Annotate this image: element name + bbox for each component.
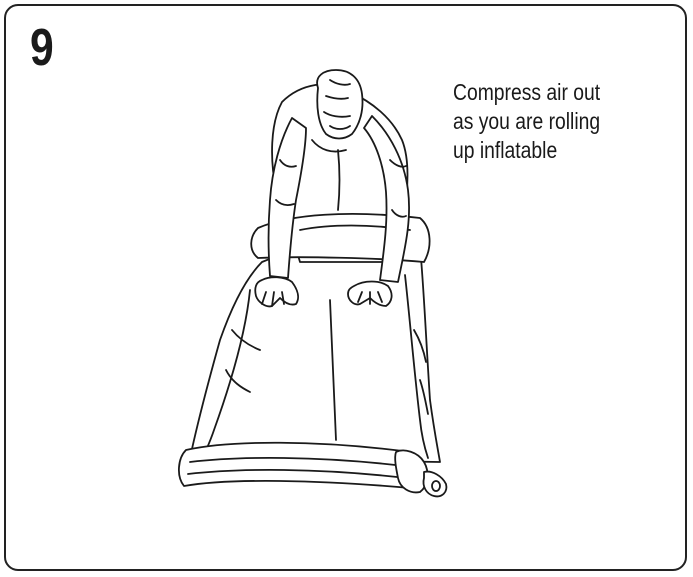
inflatable-icon bbox=[179, 244, 446, 497]
